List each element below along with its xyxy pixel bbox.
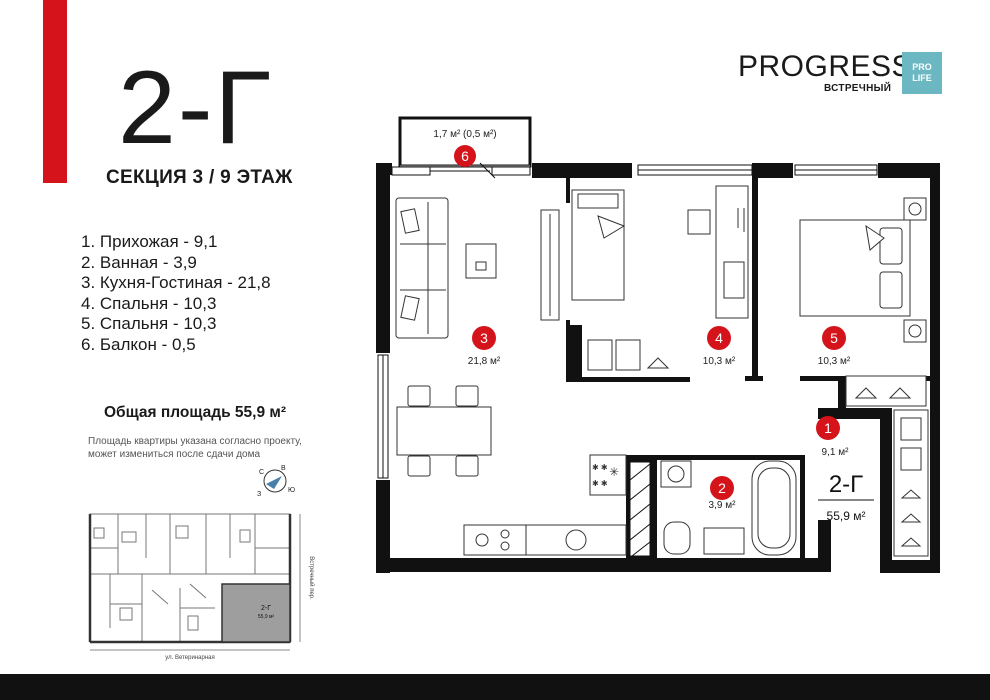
room-area: 1,7 м² (0,5 м²) [433,129,496,140]
room-marker-2: 2 3,9 м² [709,476,737,511]
key-plan-street-right: Встречный пер. [308,556,315,600]
apartment-title: 2-Г [118,50,273,166]
room-marker-4: 4 10,3 м² [703,326,736,367]
room-area: 3,9 м² [709,500,737,511]
room-number: 2 [718,480,726,496]
compass-e-label: В [281,465,286,472]
compass-s-label: Ю [288,487,295,494]
rooms-list: 1. Прихожая - 9,1 2. Ванная - 3,9 3. Кух… [81,232,271,355]
total-area: Общая площадь 55,9 м² [104,404,287,421]
room-marker-3: 3 21,8 м² [468,326,501,367]
room-list-item: 6. Балкон - 0,5 [81,334,196,354]
key-plan: 2-Г 55,9 м² ул. Ветеринарная Встречный п… [88,513,315,661]
brand-name: PROGRESS [738,50,913,83]
key-plan-apt-label: 2-Г [261,605,271,612]
brand-badge-line: LIFE [912,73,932,83]
plan-apartment-label: 2-Г [829,471,863,498]
room-list-item: 2. Ванная - 3,9 [81,252,197,272]
compass-n-label: С [259,469,264,476]
ventilation-marks: ✱ ✱ ✱ ✱ [592,463,608,488]
windows [377,164,878,479]
key-plan-apt-area: 55,9 м² [258,614,275,620]
room-list-item: 5. Спальня - 10,3 [81,314,217,333]
svg-text:✱ ✱: ✱ ✱ [592,479,608,488]
bottom-bar [0,674,990,700]
room-area: 10,3 м² [703,356,736,367]
room-number: 6 [461,148,469,164]
svg-text:✱ ✱: ✱ ✱ [592,463,608,472]
brand-badge: PRO LIFE [902,52,942,94]
disclaimer: Площадь квартиры указана согласно проект… [88,436,302,461]
room-area: 9,1 м² [822,447,850,458]
brand-subtitle: ВСТРЕЧНЫЙ [824,83,892,94]
room-list-item: 4. Спальня - 10,3 [81,293,217,313]
bathroom-fixtures [660,460,797,556]
compass-w-label: З [257,491,261,498]
room-marker-1: 1 9,1 м² [816,416,849,458]
floor-plan: ✱ ✱ ✱ ✱ ✳ [376,116,940,573]
accent-bar [43,0,67,183]
living-room-furniture [395,197,627,556]
key-plan-street-bottom: ул. Ветеринарная [165,655,214,661]
room-area: 21,8 м² [468,356,501,367]
key-plan-highlighted-apartment [221,583,291,643]
room-number: 3 [480,330,488,346]
brand-badge-line: PRO [912,62,932,72]
walls [376,163,940,573]
disclaimer-line: может измениться после сдачи дома [88,448,261,460]
plan-apartment-area: 55,9 м² [827,509,866,523]
hall-wardrobe [893,409,929,557]
room-number: 5 [830,330,838,346]
section-floor-label: СЕКЦИЯ 3 / 9 ЭТАЖ [106,167,293,188]
compass-icon: С В Ю З [257,465,295,498]
room-list-item: 1. Прихожая - 9,1 [81,232,218,251]
room-marker-6: 1,7 м² (0,5 м²) 6 [433,129,497,167]
room-number: 4 [715,330,723,346]
room-list-item: 3. Кухня-Гостиная - 21,8 [81,273,271,292]
svg-text:✳: ✳ [609,465,619,479]
room-marker-5: 5 10,3 м² [818,326,851,367]
disclaimer-line: Площадь квартиры указана согласно проект… [88,436,302,447]
bedroom-5-furniture [799,197,927,407]
room-number: 1 [824,420,832,436]
room-area: 10,3 м² [818,356,851,367]
bedroom-4-furniture [571,185,749,371]
